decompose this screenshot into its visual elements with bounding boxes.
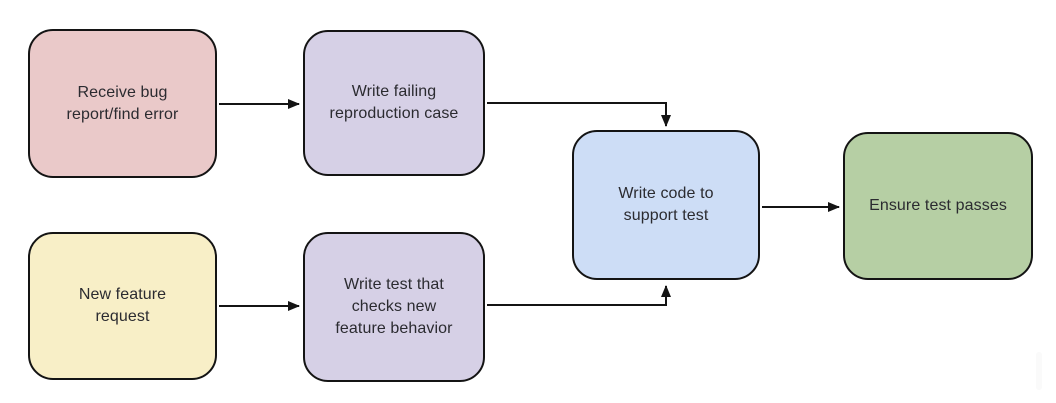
node-write-test-checks-new-feature-behavior: Write test that checks new feature behav… — [303, 232, 485, 382]
node-label: Receive bug report/find error — [66, 83, 179, 123]
node-ensure-test-passes: Ensure test passes — [843, 132, 1033, 280]
node-write-code-to-support-test: Write code to support test — [572, 130, 760, 280]
node-label: New feature request — [78, 286, 167, 325]
node-label: Write code to support test — [618, 185, 714, 224]
scrollbar[interactable] — [1036, 352, 1042, 390]
node-label: Write failing reproduction case — [329, 83, 459, 122]
edge-arrow-reproduction-to-code — [487, 102, 671, 127]
node-write-failing-reproduction-case: Write failing reproduction case — [303, 30, 485, 176]
node-receive-bug-report: Receive bug report/find error — [28, 29, 217, 178]
node-label: Write test that checks new feature behav… — [335, 276, 453, 337]
node-label: Ensure test passes — [869, 197, 1007, 214]
node-new-feature-request: New feature request — [28, 232, 217, 380]
edge-arrow-test-to-code — [487, 285, 671, 306]
